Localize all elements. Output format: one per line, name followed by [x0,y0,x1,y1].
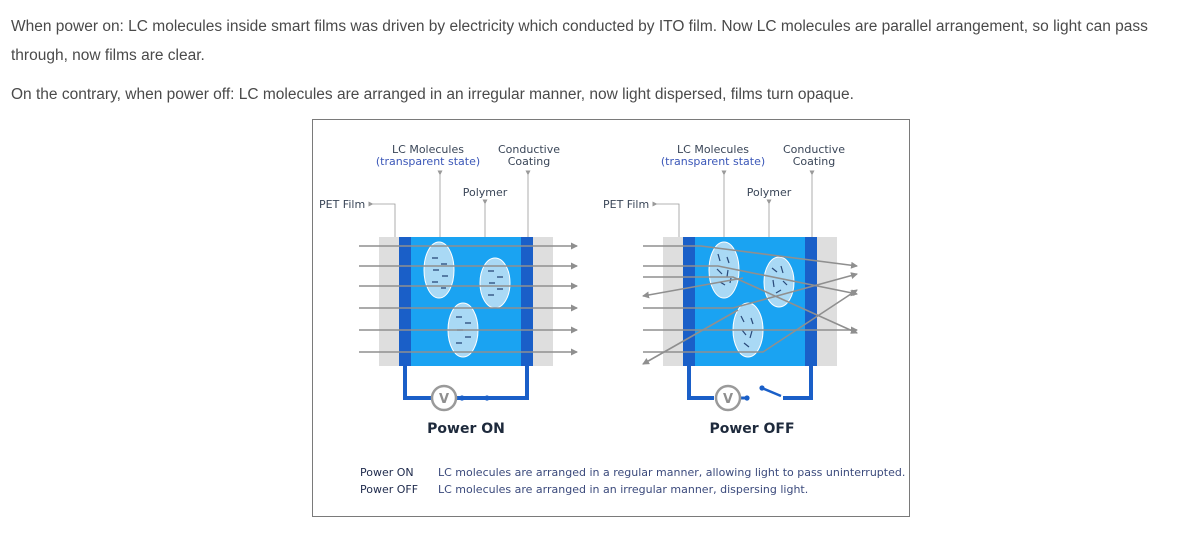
switch-contact [759,385,765,391]
open-switch-lever [761,386,782,398]
coating-label: Coating [793,155,835,168]
pet-film-label: PET Film [319,198,365,211]
polymer-label: Polymer [463,186,508,199]
switch-contact [484,395,490,401]
electrode-left [399,237,411,366]
coating-label: Coating [508,155,550,168]
voltmeter-icon [430,384,458,412]
conductive-label: Conductive [783,143,845,156]
power-on-title: Power ON [427,421,505,437]
electrode-left [683,237,695,366]
electrode-right [805,237,817,366]
diagram-canvas: LC Molecules (transparent state) Conduct… [319,143,905,496]
lc-molecule [763,256,795,308]
legend: Power ON LC molecules are arranged in a … [360,466,905,496]
pet-leader-line [368,201,396,237]
light-rays [359,242,578,356]
light-rays [642,245,858,365]
lc-molecules-label: LC Molecules [392,143,464,156]
voltmeter-symbol: V [723,392,733,407]
lc-state-label: (transparent state) [376,155,480,168]
conductive-label: Conductive [498,143,560,156]
circuit-wire [403,366,529,400]
lc-molecules-label: LC Molecules [677,143,749,156]
power-off-paragraph: On the contrary, when power off: LC mole… [11,86,854,103]
legend-key-on: Power ON [360,466,414,479]
smart-film-diagram: LC Molecules (transparent state) Conduct… [312,119,910,517]
pet-film-label: PET Film [603,198,649,211]
electrode-right [521,237,533,366]
lc-state-label: (transparent state) [661,155,765,168]
polymer-label: Polymer [747,186,792,199]
voltmeter-symbol: V [439,392,449,407]
power-off-title: Power OFF [709,421,794,437]
legend-text-on: LC molecules are arranged in a regular m… [438,466,905,479]
legend-text-off: LC molecules are arranged in an irregula… [438,483,808,496]
legend-key-off: Power OFF [360,483,418,496]
circuit-wire [687,366,714,400]
lc-molecule [708,241,740,299]
circuit-wire [783,366,813,400]
pet-leader-line [652,201,680,237]
lc-molecule [423,241,455,299]
voltmeter-icon [714,384,742,412]
switch-contact [744,395,750,401]
panel-power-on: LC Molecules (transparent state) Conduct… [319,143,578,437]
switch-contact [459,395,465,401]
panel-power-off: LC Molecules (transparent state) Conduct… [603,143,858,437]
power-on-paragraph: When power on: LC molecules inside smart… [11,18,1148,64]
